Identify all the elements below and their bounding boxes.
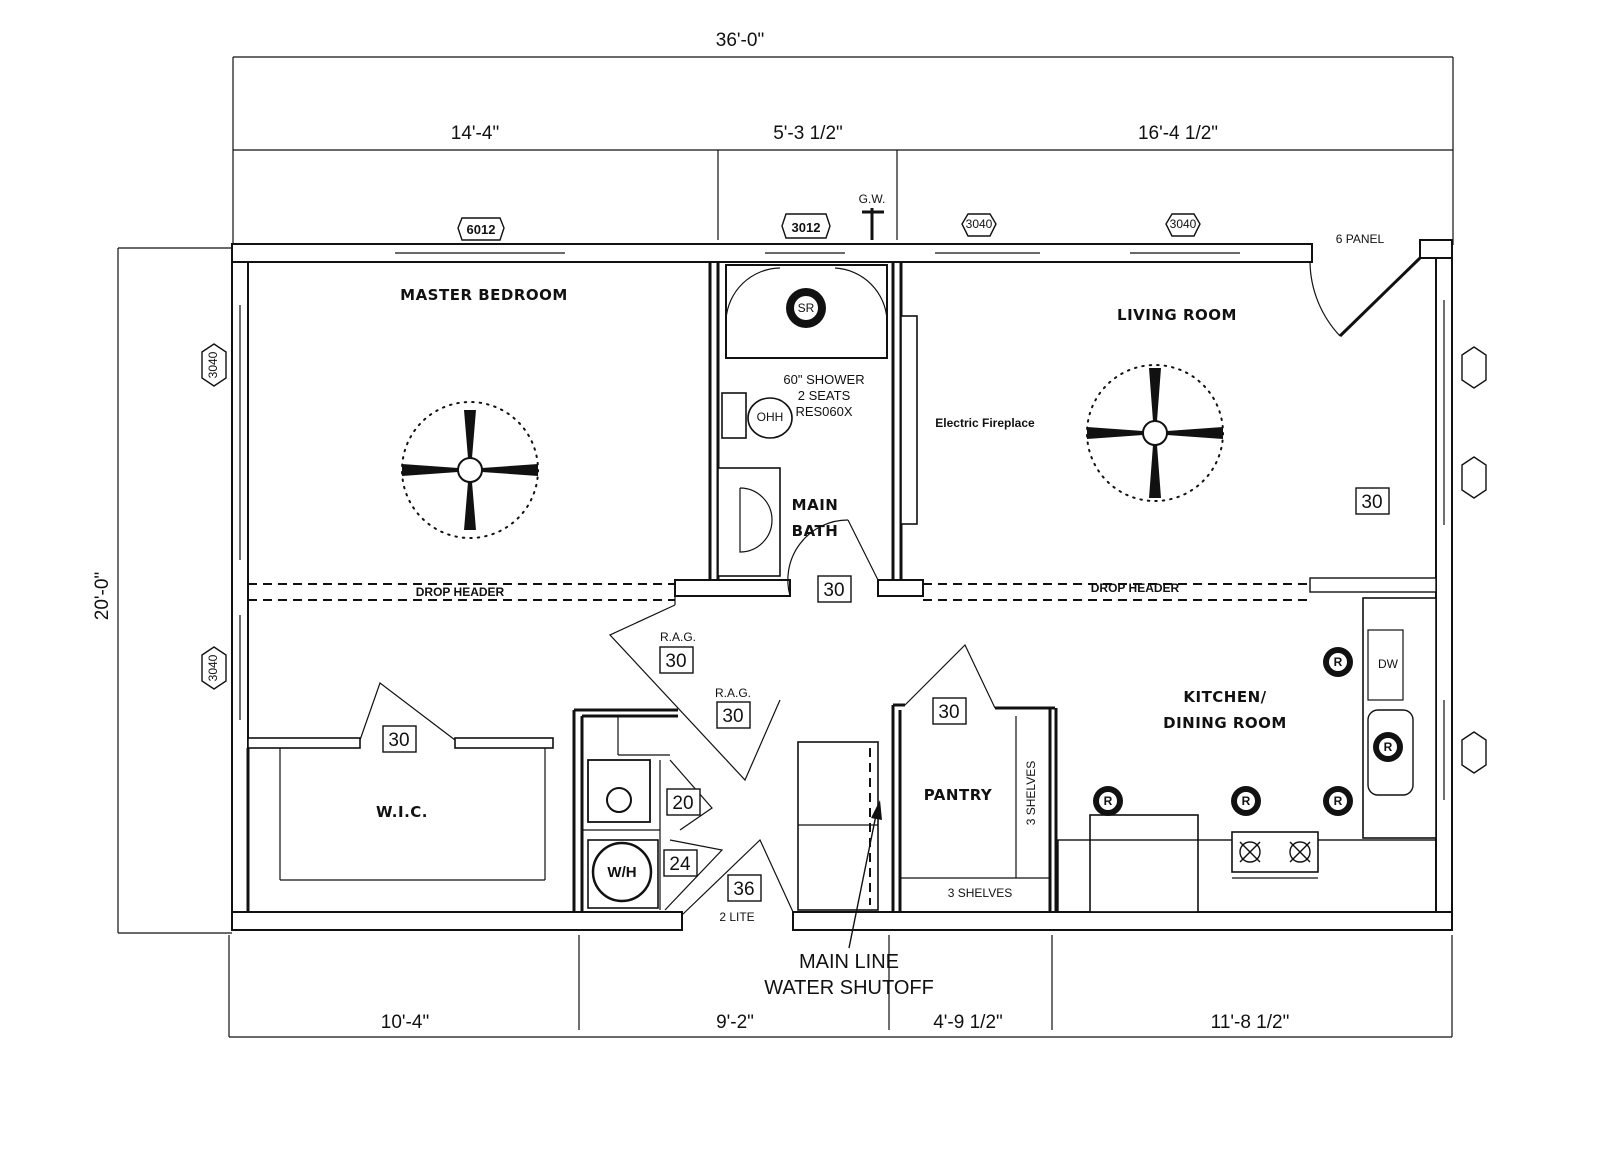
dimension-lines: [117, 56, 1454, 1038]
window-tags: 6012 3012 3040 3040 3040 3040 G.W.: [201, 192, 1487, 774]
door-24: 24: [669, 854, 691, 875]
door-swings: [359, 519, 996, 916]
door-30-rag2: 30: [722, 706, 743, 727]
room-label-wic: W.I.C.: [376, 803, 428, 821]
top-dimension-1: 14'-4": [451, 123, 499, 144]
six-panel-label: 6 PANEL: [1336, 232, 1385, 246]
pantry-shelves-bottom-label: 3 SHELVES: [948, 886, 1012, 900]
room-label-kitchen-1: KITCHEN/: [1183, 688, 1266, 706]
water-heater-label: W/H: [607, 864, 636, 881]
window-tag-3012: 3012: [792, 220, 821, 235]
overall-depth-dimension: 20'-0": [92, 572, 113, 620]
ohh-label: OHH: [757, 410, 784, 424]
room-label-main-bath-1: MAIN: [792, 496, 839, 514]
room-label-kitchen-2: DINING ROOM: [1163, 714, 1287, 732]
bottom-dimension-1: 10'-4": [381, 1012, 429, 1033]
shower: [725, 264, 888, 359]
door-30-bath: 30: [823, 580, 844, 601]
ceiling-fan-bedroom: [401, 401, 539, 539]
door-30-rag1: 30: [665, 651, 686, 672]
recessed-light-label-3: R: [1104, 794, 1113, 808]
electric-fireplace-label: Electric Fireplace: [935, 416, 1035, 430]
entry-door[interactable]: [1309, 256, 1422, 338]
rag-label-1: R.A.G.: [660, 630, 696, 644]
toilet: [721, 392, 793, 439]
water-shutoff-label-1: MAIN LINE: [799, 951, 899, 973]
top-dimension-2: 5'-3 1/2": [773, 123, 843, 144]
recessed-light-label-1: R: [1334, 655, 1343, 669]
drop-header-left-label: DROP HEADER: [416, 585, 505, 599]
drop-header-right-label: DROP HEADER: [1091, 581, 1180, 595]
recessed-lights: [1093, 647, 1403, 816]
dishwasher-label: DW: [1378, 657, 1399, 671]
overall-width-dimension: 36'-0": [716, 30, 764, 51]
window-tag-3040-a: 3040: [966, 217, 993, 231]
room-label-main-bath-2: BATH: [792, 522, 839, 540]
bottom-dimension-4: 11'-8 1/2": [1211, 1012, 1290, 1033]
bottom-dimension-2: 9'-2": [716, 1012, 754, 1033]
shower-label-1: 60" SHOWER: [783, 372, 864, 387]
room-label-living-room: LIVING ROOM: [1117, 306, 1237, 324]
recessed-light-label-2: R: [1384, 740, 1393, 754]
vanity: [717, 467, 781, 577]
exterior-walls: [231, 239, 1453, 931]
window-tag-6012: 6012: [467, 222, 496, 237]
recessed-light-label-5: R: [1334, 794, 1343, 808]
door-tags: [382, 487, 1390, 902]
shower-label-2: 2 SEATS: [798, 388, 851, 403]
rag-label-2: R.A.G.: [715, 686, 751, 700]
door-30-living: 30: [1361, 492, 1382, 513]
door-36: 36: [733, 879, 754, 900]
door-20: 20: [672, 793, 693, 814]
bottom-dimension-3: 4'-9 1/2": [933, 1012, 1003, 1033]
recessed-light-label-4: R: [1242, 794, 1251, 808]
pantry-shelves-vertical-label: 3 SHELVES: [1024, 761, 1038, 825]
water-shutoff-arrow: [848, 800, 882, 949]
electric-fireplace: [900, 315, 918, 525]
shower-label-3: RES060X: [795, 404, 852, 419]
gw-label: G.W.: [859, 192, 886, 206]
ceiling-fan-living: [1086, 364, 1224, 502]
washer-dryer: [587, 759, 659, 909]
window-tag-left-2: 3040: [206, 654, 220, 681]
window-tag-3040-b: 3040: [1170, 217, 1197, 231]
room-label-master-bedroom: MASTER BEDROOM: [400, 286, 568, 304]
window-tag-left-1: 3040: [206, 351, 220, 378]
shower-sr-label: SR: [798, 301, 815, 315]
water-shutoff-label-2: WATER SHUTOFF: [764, 977, 934, 999]
interior-walls: [246, 262, 1437, 912]
room-label-pantry: PANTRY: [924, 786, 993, 804]
door-30-wic: 30: [388, 730, 409, 751]
two-lite-label: 2 LITE: [719, 910, 754, 924]
top-dimension-3: 16'-4 1/2": [1138, 123, 1218, 144]
door-30-pantry: 30: [938, 702, 959, 723]
